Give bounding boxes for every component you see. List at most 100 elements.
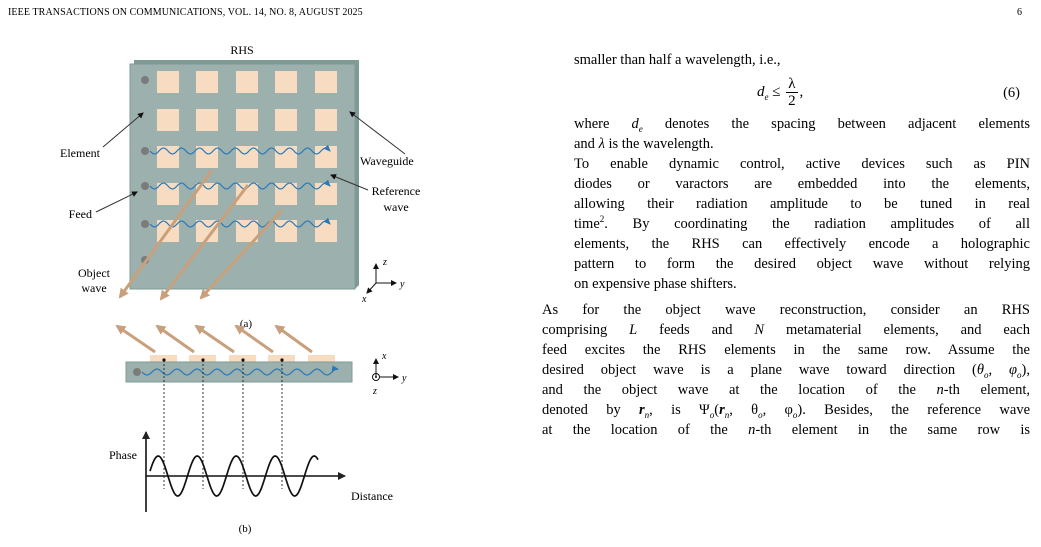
axis-z-label-b: z [372,386,377,397]
element-dot [201,358,205,362]
panel-b: x y z Phase Distance (b) [109,324,407,535]
element-cell [236,109,258,131]
running-header: IEEE TRANSACTIONS ON COMMUNICATIONS, VOL… [8,7,363,18]
reference-wave-side [141,365,339,376]
caption-b: (b) [239,523,252,535]
element-cell [275,109,297,131]
text-line: where de denotes the spacing between adj… [574,116,1030,134]
axis-y-label-b: y [401,373,407,384]
text-line: elements, the RHS can effectively encode… [574,236,1030,252]
element-cell [196,71,218,93]
text-line: and the object wave at the location of t… [542,382,1030,398]
element-cell [196,183,218,205]
label-element: Element [60,146,101,160]
text-line: allowing their radiation amplitude to be… [574,196,1030,212]
element-cell [236,146,258,168]
page-number: 6 [1017,7,1023,18]
text-line: at the location of the n-th element in t… [542,422,1030,438]
paragraph: As for the object wave reconstruction, c… [534,300,1030,440]
equation-number: (6) [1003,85,1020,101]
object-wave-arrow-b [274,324,313,354]
element-cell [315,183,337,205]
metamaterial-elements [157,71,337,242]
label-phase: Phase [109,448,137,462]
axes-a: z y x [361,257,405,305]
feed-dot [141,182,149,190]
text-line: desired object wave is a plane wave towa… [542,362,1031,380]
element-cell [157,146,179,168]
reference-pointer [330,174,369,191]
element-cell [315,220,337,242]
label-waveguide: Waveguide [360,154,414,168]
waveguide-pointer [349,111,406,155]
text-line: denoted by rn, is Ψo(rn, θo, φo). Beside… [542,402,1031,420]
feed-dot [141,76,149,84]
text-line: diodes or varactors are embedded into th… [574,176,1030,192]
feed-dot [141,147,149,155]
phase-curve [149,455,319,497]
rhs-side-view [125,361,353,383]
text-line: and λ is the wavelength. [574,136,714,152]
element-cell [236,183,258,205]
text-line: smaller than half a wavelength, i.e., [574,52,781,68]
element-dot [162,358,166,362]
label-feed: Feed [69,207,92,221]
object-wave-arrow-b [155,324,195,354]
label-reference-1: Reference [372,184,421,198]
object-wave-arrows [118,169,284,301]
element-dot [280,358,284,362]
object-wave-arrows-b [115,324,313,354]
element-cell [196,220,218,242]
reference-wave-line [149,217,331,228]
object-wave-arrow [159,184,250,301]
bullet-block: where de denotes the spacing between adj… [534,114,1030,294]
element-cell [315,71,337,93]
element-cell [275,146,297,168]
label-object-1: Object [78,266,111,280]
text-line: time2. By coordinating the radiation amp… [574,214,1030,232]
reference-waves [149,144,331,228]
element-cell [275,220,297,242]
text-line: on expensive phase shifters. [574,276,737,292]
element-cell [315,109,337,131]
element-positions [162,358,284,489]
axes-b: x y z [372,351,407,397]
text-column: smaller than half a wavelength, i.e., de… [534,50,1030,440]
axis-x-label-b: x [381,351,387,362]
reference-wave-line [149,144,331,155]
feed-pointer [95,191,138,213]
element-cell [157,109,179,131]
element-dot [241,358,245,362]
element-pointer [102,112,144,148]
text-line: To enable dynamic control, active device… [574,156,1030,172]
reference-wave-line [149,179,331,190]
text-line: As for the object wave reconstruction, c… [542,302,1030,318]
caption-a: (a) [240,318,253,330]
label-distance: Distance [351,489,393,503]
object-wave-arrow [118,169,214,299]
rhs-surface [129,60,359,290]
rhs-title: RHS [230,43,253,57]
text-line: comprising L feeds and N metamaterial el… [542,322,1030,338]
element-cell [196,109,218,131]
panel-a: RHS Element Feed Object wave Waveguide R… [60,43,420,330]
element-cell [275,71,297,93]
rhs-figure: RHS Element Feed Object wave Waveguide R… [60,43,420,535]
element-cell [157,71,179,93]
feed-dot [141,220,149,228]
element-side [308,355,335,362]
label-reference-2: wave [383,200,408,214]
object-wave-arrow [199,208,284,300]
object-wave-arrow-b [115,324,156,354]
label-object-2: wave [81,281,106,295]
text-line: pattern to form the desired object wave … [574,256,1030,272]
element-cell [236,71,258,93]
axis-z-label: z [382,257,387,268]
object-wave-arrow-b [234,324,274,354]
object-wave-arrow-b [194,324,235,354]
feed-side [133,368,141,376]
text-line: feed excites the RHS elements in the sam… [542,342,1030,358]
element-cell [315,146,337,168]
